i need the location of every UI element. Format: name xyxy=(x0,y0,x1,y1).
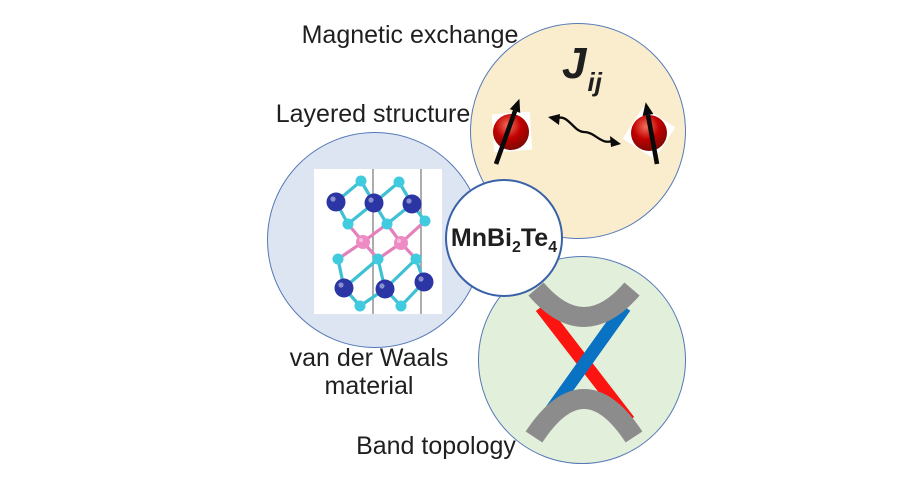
right-spin-arrow-icon xyxy=(642,102,660,165)
valence-band-arc xyxy=(525,389,643,443)
center-material-circle: MnBi2Te4 xyxy=(445,179,563,297)
material-formula: MnBi2Te4 xyxy=(450,223,558,256)
magnetic-exchange-label: Magnetic exchange xyxy=(301,21,519,49)
crystal-atoms xyxy=(326,175,434,312)
band-topology-label: Band topology xyxy=(356,432,516,460)
left-spin-arrow-icon xyxy=(493,98,521,165)
formula-sub2: 4 xyxy=(548,238,558,256)
vdw-material-label-line2: material xyxy=(324,372,414,400)
coupling-constant-label: Jij xyxy=(562,39,602,98)
formula-part2: Te xyxy=(520,223,549,252)
crystal-structure-card xyxy=(314,169,442,314)
formula-sub1: 2 xyxy=(511,238,521,256)
crystal-structure-graphic xyxy=(326,169,434,314)
conduction-band-arc xyxy=(528,282,640,327)
coupling-subscript: ij xyxy=(587,67,602,97)
band-structure-graphic xyxy=(525,282,643,443)
spin-spheres-graphic xyxy=(491,98,676,165)
exchange-coupling-arrow-icon xyxy=(548,114,621,147)
coupling-symbol: J xyxy=(562,39,587,88)
layered-structure-label: Layered structure xyxy=(275,100,471,128)
vdw-material-label: van der Waals material xyxy=(290,344,449,400)
formula-part1: MnBi xyxy=(450,223,512,252)
vdw-material-label-line1: van der Waals xyxy=(289,344,449,372)
